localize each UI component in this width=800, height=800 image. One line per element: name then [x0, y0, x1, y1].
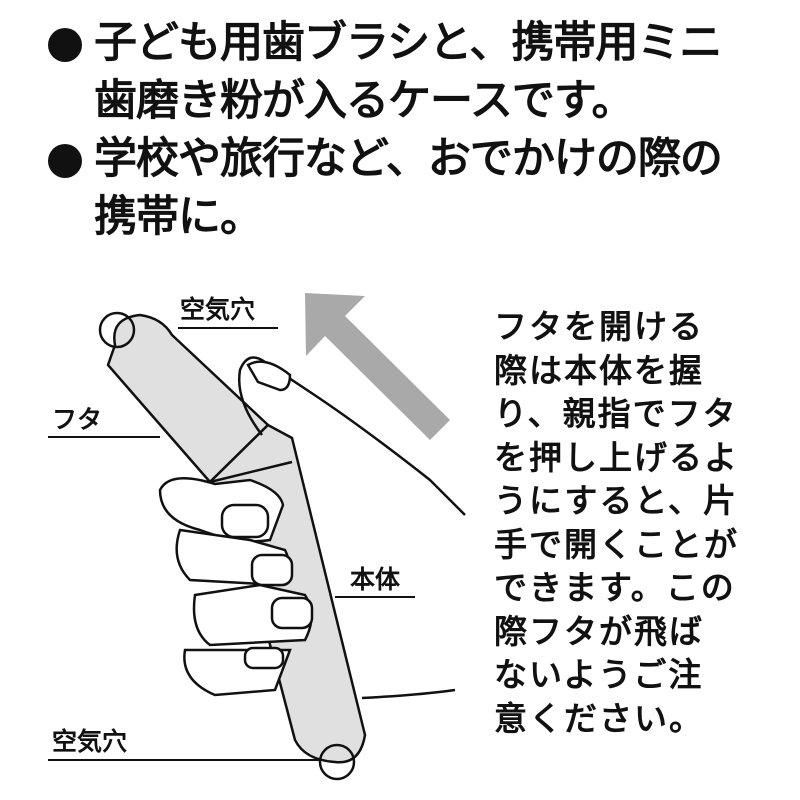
- wrist-line: [361, 688, 456, 700]
- feature-list: 子ども用歯ブラシと、携帯用ミニ 歯磨き粉が入るケースです。 学校や旅行など、おで…: [48, 14, 768, 246]
- label-body: 本体: [350, 565, 401, 594]
- thumb: [238, 356, 466, 516]
- label-lid: フタ: [52, 405, 103, 434]
- bullet-dot-icon: [48, 144, 82, 178]
- case-lid: [106, 313, 270, 484]
- air-hole-bottom-marker: [318, 743, 356, 781]
- feature-bullet-1: 子ども用歯ブラシと、携帯用ミニ 歯磨き粉が入るケースです。: [48, 14, 768, 130]
- bullet-dot-icon: [48, 28, 82, 62]
- opening-instructions: フタを開ける 際は本体を握 り、親指でフタ を押し上げるよ うにすると、片 手で…: [494, 307, 739, 738]
- label-air-hole-top: 空気穴: [180, 295, 256, 324]
- open-direction-arrow-icon: [305, 293, 450, 440]
- feature-bullet-2: 学校や旅行など、おでかけの際の 携帯に。: [48, 130, 768, 246]
- air-hole-top-marker: [98, 311, 136, 349]
- label-air-hole-bottom: 空気穴: [52, 727, 128, 756]
